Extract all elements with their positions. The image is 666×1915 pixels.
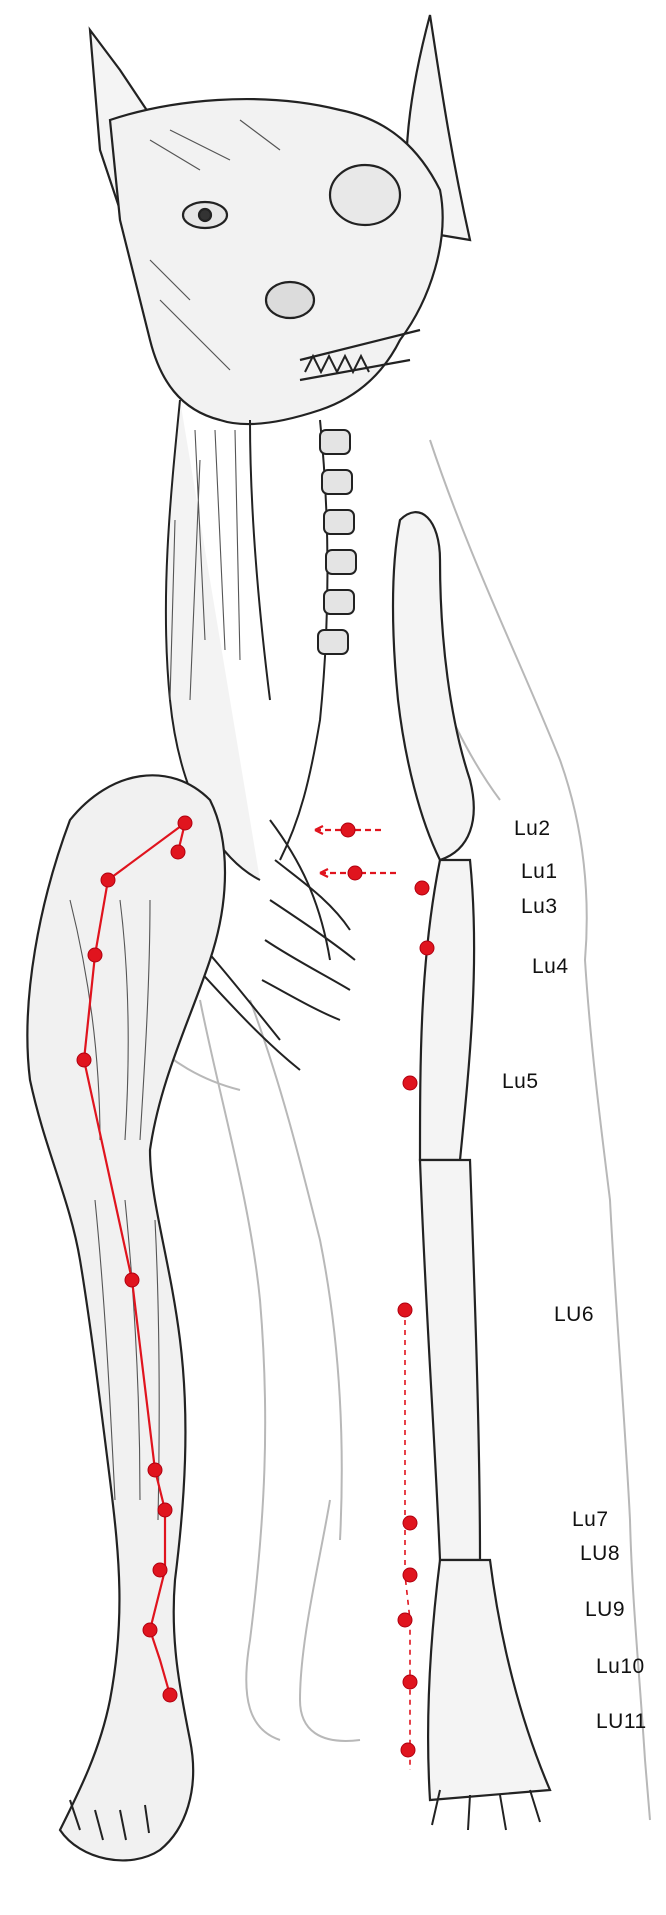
label-lu4: Lu4 [532, 955, 569, 979]
point-lu6 [398, 1303, 412, 1317]
label-lu6: LU6 [554, 1303, 594, 1327]
point-lu11 [401, 1743, 415, 1757]
point-left-11 [163, 1688, 177, 1702]
point-left-2 [171, 845, 185, 859]
point-left-3 [101, 873, 115, 887]
label-lu8: LU8 [580, 1542, 620, 1566]
point-lu9 [398, 1613, 412, 1627]
point-lu5 [403, 1076, 417, 1090]
label-lu10: Lu10 [596, 1655, 645, 1679]
point-left-7 [148, 1463, 162, 1477]
point-lu10 [403, 1675, 417, 1689]
label-lu2: Lu2 [514, 817, 551, 841]
point-lu1 [348, 866, 362, 880]
point-lu3 [415, 881, 429, 895]
label-lu1: Lu1 [521, 860, 558, 884]
point-left-9 [153, 1563, 167, 1577]
point-lu2 [341, 823, 355, 837]
label-lu3: Lu3 [521, 895, 558, 919]
meridian-right-leg [405, 1310, 410, 1770]
point-left-10 [143, 1623, 157, 1637]
point-left-1 [178, 816, 192, 830]
label-lu7: Lu7 [572, 1508, 609, 1532]
point-lu8 [403, 1568, 417, 1582]
label-lu11: LU11 [596, 1710, 647, 1734]
label-lu9: LU9 [585, 1598, 625, 1622]
point-lu4 [420, 941, 434, 955]
point-left-6 [125, 1273, 139, 1287]
label-lu5: Lu5 [502, 1070, 539, 1094]
point-left-5 [77, 1053, 91, 1067]
point-left-8 [158, 1503, 172, 1517]
point-left-4 [88, 948, 102, 962]
left-foreleg-muscles [27, 775, 225, 1860]
right-foreleg-bones [393, 512, 550, 1830]
point-lu7 [403, 1516, 417, 1530]
dog-head [90, 15, 470, 424]
